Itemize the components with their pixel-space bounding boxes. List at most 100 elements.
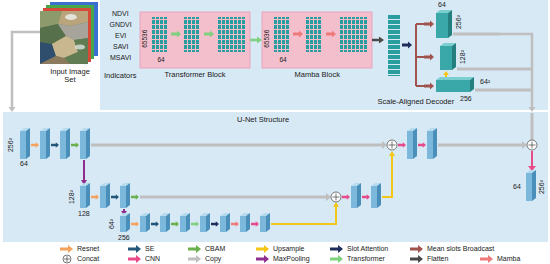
mamba-block-drawing: [340, 17, 343, 52]
transformer-block-drawing: [140, 12, 250, 68]
unet-drawing: [398, 142, 406, 148]
legend-swatch: [128, 254, 142, 264]
unet-drawing: [100, 183, 110, 208]
unet-drawing: [326, 193, 331, 201]
unet-drawing: [407, 128, 417, 159]
unet-drawing: [231, 221, 239, 227]
arrow-head: [9, 107, 16, 112]
node-heading: Scale-Aligned Decoder: [378, 98, 455, 107]
legend-text: CNN: [145, 255, 160, 263]
unet-drawing: [526, 170, 536, 201]
decoder-drawing: [453, 34, 533, 90]
legend-text: Flatten: [427, 255, 448, 263]
satellite-image: [40, 56, 70, 64]
transformer-block-drawing: [238, 17, 241, 52]
legend-text: Slot Attention: [347, 245, 388, 253]
transformer-block-drawing: [234, 17, 237, 52]
dimension-label: 64: [513, 183, 521, 191]
legend-item: Slot Attention: [330, 244, 388, 254]
unet-drawing: [71, 142, 79, 148]
mamba-block-drawing: [293, 31, 303, 38]
legend-item: MaxPooling: [256, 254, 310, 264]
dimension-label: 64: [158, 56, 165, 63]
satellite-image: [40, 2, 98, 64]
unet-drawing: [271, 207, 336, 224]
decoder-drawing: [424, 54, 434, 61]
transformer-block-drawing: [156, 17, 159, 52]
decoder-drawing: [388, 10, 533, 92]
mamba-block-drawing: [348, 17, 351, 52]
legend-item: CBAM: [188, 244, 225, 254]
dimension-label: 65536: [263, 29, 270, 47]
unet-drawing: [371, 183, 381, 208]
unet-drawing: [251, 221, 259, 227]
unet-drawing: [427, 128, 437, 159]
legend-swatch: [330, 244, 344, 254]
transformer-block-drawing: [196, 17, 199, 52]
legend-text: Concat: [77, 255, 99, 263]
unet-drawing: [418, 142, 426, 148]
mamba-block-drawing: [360, 17, 363, 52]
legend-item: Resnet: [60, 244, 99, 254]
node-heading: Input Image Set: [48, 68, 92, 85]
decoder-drawing: [424, 21, 434, 28]
unet-drawing: [362, 194, 370, 200]
image-stack: Input Image Set: [40, 2, 100, 88]
transformer-block-drawing: [152, 17, 245, 52]
legend-arrow: [480, 255, 493, 263]
unet-drawing: [140, 213, 150, 232]
legend-swatch: [60, 244, 74, 254]
top-panel: [100, 0, 548, 110]
mamba-block-drawing: [318, 17, 321, 52]
decoder-drawing: [452, 43, 456, 70]
mamba-block-drawing: [278, 17, 281, 52]
decoder-drawing: [448, 10, 452, 38]
dimension-label: 64: [280, 56, 287, 63]
transformer-block-drawing: [171, 31, 181, 38]
decoder-drawing: [443, 71, 449, 75]
transformer-block-drawing: [140, 12, 250, 68]
legend-text: CBAM: [205, 245, 225, 253]
satellite-image: [75, 45, 85, 50]
unet-drawing: [438, 144, 522, 147]
transformer-block-drawing: [204, 31, 214, 38]
transformer-block: Transformer Block6553664: [140, 12, 250, 68]
unet-drawing: [31, 142, 39, 148]
mamba-block-drawing: [262, 12, 372, 68]
connector: [372, 37, 384, 44]
decoder-drawing: [440, 46, 452, 70]
arrow-head: [379, 37, 384, 44]
legend-arrow: [128, 255, 141, 263]
unet-drawing: [20, 128, 30, 159]
dimension-label: 256²: [7, 138, 15, 152]
unet-drawing: [111, 194, 119, 200]
unet-drawing: [20, 113, 537, 232]
dimension-label: 65536: [141, 29, 148, 47]
transformer-block-drawing: [226, 17, 229, 52]
node-heading: Mamba Block: [295, 71, 340, 80]
unet-drawing: [140, 196, 326, 199]
node-heading: U-Net Structure: [237, 116, 289, 125]
unet-drawing: [333, 202, 339, 207]
legend-arrow: [256, 245, 269, 253]
unet-drawing: [160, 213, 170, 232]
legend-text: Copy: [205, 255, 221, 263]
dimension-label: 64: [438, 1, 446, 9]
legend-item: Upsample: [256, 244, 305, 254]
mamba-block-drawing: [274, 17, 277, 52]
legend-item: SE: [128, 244, 154, 254]
concat-symbol: [64, 256, 70, 262]
satellite-image: [65, 14, 77, 20]
transformer-block-drawing: [230, 17, 233, 52]
indicator-name: GNDVI: [110, 21, 132, 29]
unet-drawing: [180, 213, 190, 232]
unet-drawing: [331, 192, 341, 202]
unet-drawing: [522, 141, 527, 149]
unet-drawing: [151, 221, 159, 227]
unet-drawing: [389, 151, 395, 156]
connector-line: [500, 34, 532, 107]
legend-item: Mean slots Broadcast: [410, 244, 494, 254]
legend-swatch: [256, 244, 270, 254]
indicator-name: SAVI: [113, 43, 128, 51]
